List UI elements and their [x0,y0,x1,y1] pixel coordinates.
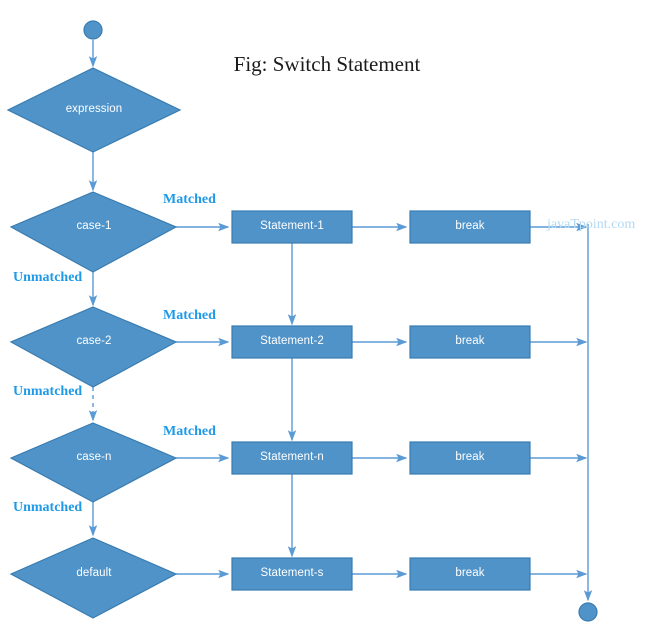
edge-label-unmatched-case1: Unmatched [13,270,83,285]
casen-diamond [9,422,178,503]
expression-diamond [6,67,182,153]
statementn-box [231,441,353,475]
default-diamond [9,537,178,619]
breaks-box [409,557,531,591]
break1-box [409,210,531,244]
edge-label-unmatched-case2: Unmatched [13,384,83,399]
edge-label-matched-casen: Matched [163,424,216,439]
edge-label-matched-case1: Matched [163,192,216,207]
case2-diamond [9,306,178,388]
case1-diamond [9,191,178,273]
statement2-box [231,325,353,359]
statement1-box [231,210,353,244]
break2-box [409,325,531,359]
statements-box [231,557,353,591]
breakn-box [409,441,531,475]
start-node [83,20,103,40]
edge-label-matched-case2: Matched [163,308,216,323]
end-node [578,602,598,622]
watermark-text: javaTpoint.com [547,217,636,232]
edge-label-unmatched-casen: Unmatched [13,500,83,515]
diagram-title: Fig: Switch Statement [233,52,421,76]
